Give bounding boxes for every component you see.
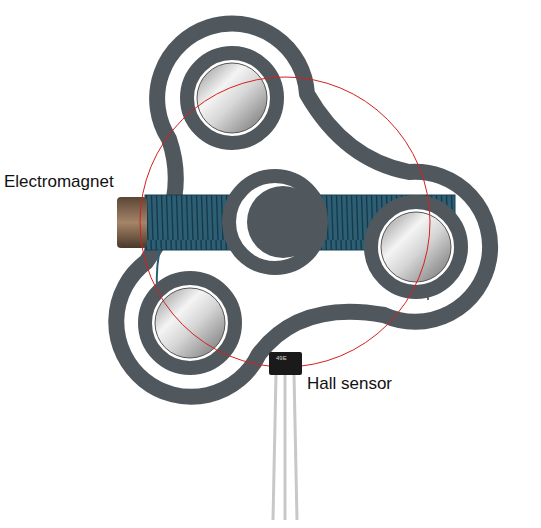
spinner-frame [116, 24, 490, 397]
part-label: Hall sensor [305, 374, 394, 394]
spinner-hub [229, 176, 321, 268]
part-label: Electromagnet [2, 172, 116, 192]
magnets [145, 53, 461, 368]
sensor-marking: 49E [276, 355, 287, 361]
rotation-circle [140, 77, 430, 367]
hall-sensor [269, 352, 302, 520]
